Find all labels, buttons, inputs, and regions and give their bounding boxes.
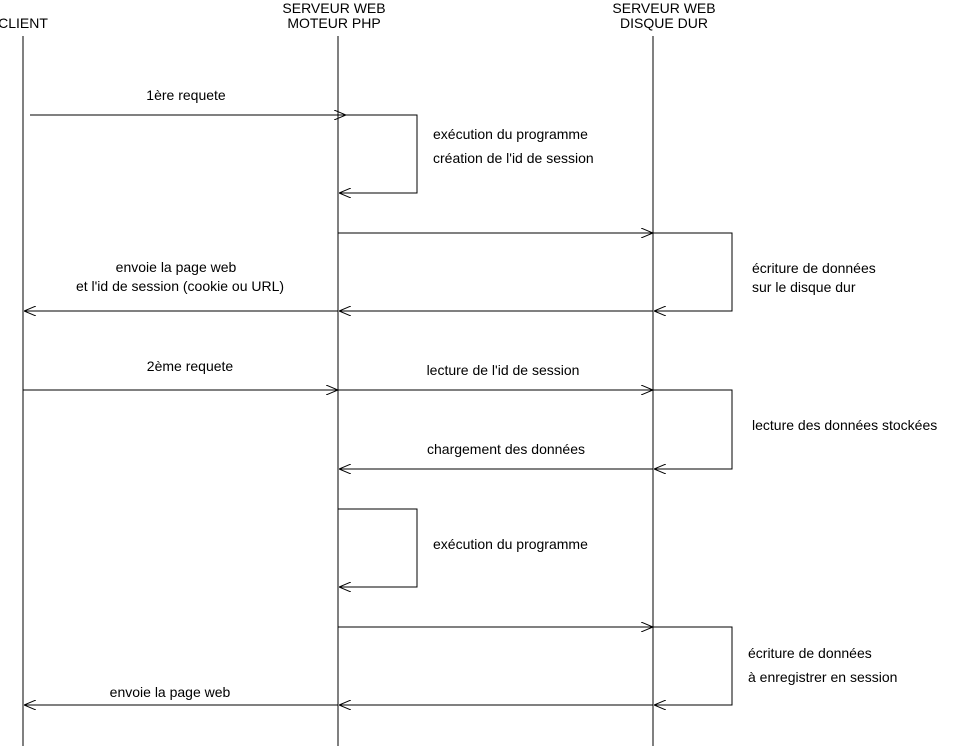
loop-execution-2 [338,508,418,587]
label-load-data: chargement des données [427,441,585,457]
lifeline-disk-title-line1: SERVEUR WEB [612,0,715,16]
label-execution-2: exécution du programme [433,536,588,552]
label-execution-1: exécution du programme [433,126,588,142]
lifeline-php-title-line2: MOTEUR PHP [287,15,380,31]
loop-disk-write-1 [653,232,733,311]
lifeline-disk-title-line2: DISQUE DUR [620,15,708,31]
loop-disk-read [653,389,733,469]
lifeline-php-title-line1: SERVEUR WEB [282,0,385,16]
label-write-2a: écriture de données [748,645,872,661]
label-send-page-1a: envoie la page web [116,259,237,275]
loop-execution-1 [339,114,418,193]
label-send-page-2: envoie la page web [110,684,231,700]
label-first-request: 1ère requete [146,87,226,103]
loop-disk-write-2 [653,626,733,705]
label-write-1b: sur le disque dur [752,279,856,295]
lifeline-client-title: CLIENT [0,15,48,31]
label-read-session-id: lecture de l'id de session [427,362,580,378]
label-second-request: 2ème requete [147,358,234,374]
label-send-page-1b: et l'id de session (cookie ou URL) [76,278,284,294]
label-write-1a: écriture de données [752,260,876,276]
label-read-stored-data: lecture des données stockées [752,417,937,433]
label-write-2b: à enregistrer en session [748,669,897,685]
label-session-id-creation: création de l'id de session [433,150,594,166]
